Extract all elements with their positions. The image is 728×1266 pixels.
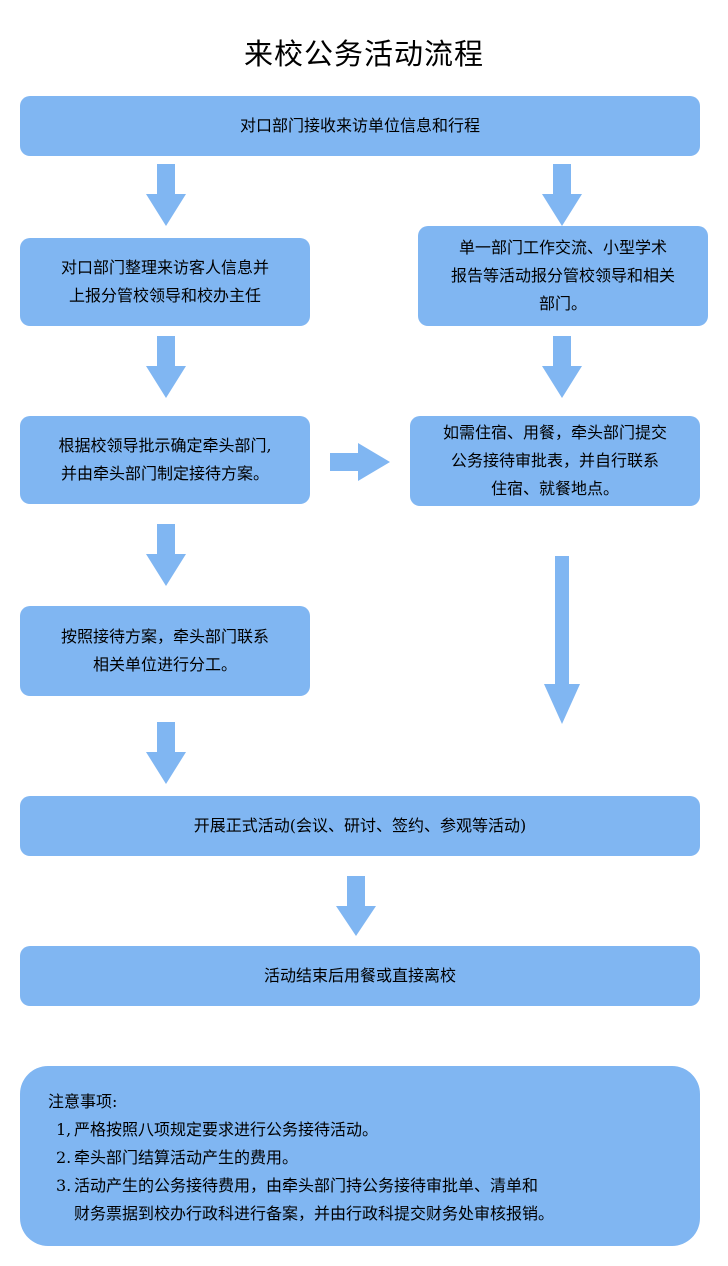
note-number: 3. — [56, 1176, 72, 1195]
step-report-leaders-label: 对口部门整理来访客人信息并 上报分管校领导和校办主任 — [60, 258, 269, 305]
note-item: 3. 活动产生的公务接待费用，由牵头部门持公务接待审批单、清单和 财务票据到校办… — [48, 1172, 700, 1228]
step-determine-lead-label: 根据校领导批示确定牵头部门, 并由牵头部门制定接待方案。 — [58, 436, 272, 483]
step-receive-info-label: 对口部门接收来访单位信息和行程 — [239, 116, 480, 135]
note-text: 牵头部门结算活动产生的费用。 — [74, 1148, 299, 1167]
step-receive-info: 对口部门接收来访单位信息和行程 — [20, 96, 700, 156]
page-title: 来校公务活动流程 — [243, 37, 484, 71]
arrow-down-icon — [542, 164, 582, 226]
step-determine-lead: 根据校领导批示确定牵头部门, 并由牵头部门制定接待方案。 — [20, 416, 310, 504]
step-assign-tasks-label: 按照接待方案，牵头部门联系 相关单位进行分工。 — [60, 627, 269, 674]
arrow-down-icon — [146, 524, 186, 586]
arrow-down-icon — [336, 876, 376, 936]
step-report-leaders: 对口部门整理来访客人信息并 上报分管校领导和校办主任 — [20, 238, 310, 326]
note-item: 1, 严格按照八项规定要求进行公务接待活动。 — [48, 1116, 700, 1144]
notes-title: 注意事项: — [48, 1092, 118, 1111]
arrow-down-icon — [146, 722, 186, 784]
step-single-department: 单一部门工作交流、小型学术 报告等活动报分管校领导和相关 部门。 — [418, 226, 708, 326]
arrow-down-long-icon — [544, 556, 580, 724]
step-end-activity: 活动结束后用餐或直接离校 — [20, 946, 700, 1006]
arrow-down-icon — [146, 164, 186, 226]
note-number: 1, — [56, 1120, 72, 1139]
note-text: 严格按照八项规定要求进行公务接待活动。 — [74, 1120, 379, 1139]
note-item: 2. 牵头部门结算活动产生的费用。 — [48, 1144, 700, 1172]
arrow-down-icon — [146, 336, 186, 398]
step-single-department-label: 单一部门工作交流、小型学术 报告等活动报分管校领导和相关 部门。 — [450, 238, 675, 313]
step-formal-activity-label: 开展正式活动(会议、研讨、签约、参观等活动) — [193, 816, 527, 835]
notes-panel: 注意事项: 1, 严格按照八项规定要求进行公务接待活动。 2. 牵头部门结算活动… — [20, 1066, 700, 1246]
arrow-right-icon — [330, 443, 390, 481]
step-lodging-dining-label: 如需住宿、用餐，牵头部门提交 公务接待审批表，并自行联系 住宿、就餐地点。 — [442, 423, 667, 498]
note-text: 活动产生的公务接待费用，由牵头部门持公务接待审批单、清单和 财务票据到校办行政科… — [74, 1176, 555, 1223]
step-end-activity-label: 活动结束后用餐或直接离校 — [263, 966, 456, 985]
step-lodging-dining: 如需住宿、用餐，牵头部门提交 公务接待审批表，并自行联系 住宿、就餐地点。 — [410, 416, 700, 506]
step-assign-tasks: 按照接待方案，牵头部门联系 相关单位进行分工。 — [20, 606, 310, 696]
step-formal-activity: 开展正式活动(会议、研讨、签约、参观等活动) — [20, 796, 700, 856]
arrow-down-icon — [542, 336, 582, 398]
note-number: 2. — [56, 1148, 72, 1167]
